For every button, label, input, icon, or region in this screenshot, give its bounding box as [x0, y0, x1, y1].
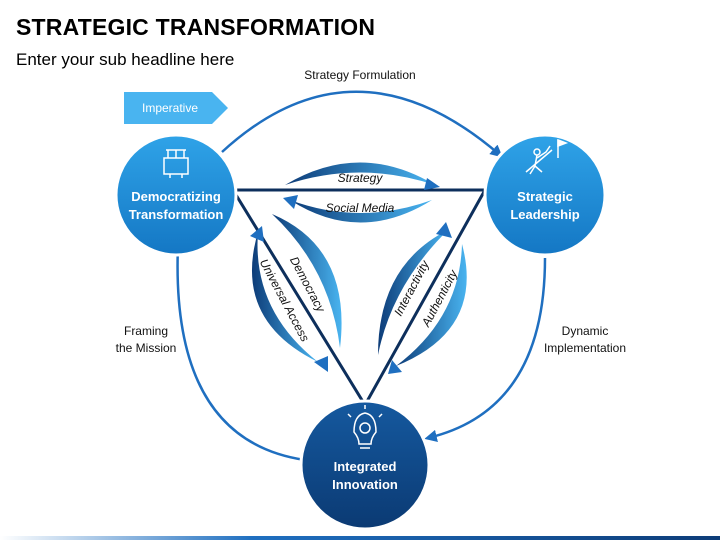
page-title: STRATEGIC TRANSFORMATION — [16, 14, 376, 40]
node-strategic-leadership — [483, 133, 607, 257]
inner-triangle — [230, 188, 488, 408]
crescent-democracy — [272, 214, 342, 348]
crescent-interactivity — [378, 230, 448, 355]
arc-strategy-formulation — [221, 90, 503, 158]
transformer-icon — [163, 149, 189, 178]
node-integrated-innovation — [299, 399, 431, 531]
label-dynamic-implementation: Dynamic Implementation — [530, 323, 640, 357]
imperative-arrow: Imperative — [124, 92, 228, 124]
node-left-label: Democratizing Transformation — [116, 188, 236, 224]
crescent-authenticity — [396, 244, 467, 366]
arc-dynamic-implementation — [424, 257, 547, 443]
arc-framing-mission — [171, 241, 306, 462]
node-bottom-line2: Innovation — [332, 477, 398, 492]
crescent-strategy — [285, 162, 435, 185]
imperative-label: Imperative — [141, 101, 199, 115]
label-dynamic-line1: Dynamic — [561, 324, 609, 338]
label-framing-mission: Framing the Mission — [96, 323, 196, 357]
bottom-accent-bar — [0, 536, 720, 540]
label-framing-line1: Framing — [123, 324, 168, 338]
node-left-line1: Democratizing — [131, 189, 221, 204]
node-bottom-line1: Integrated — [333, 459, 397, 474]
node-right-line1: Strategic — [517, 189, 573, 204]
crescent-universal-access — [251, 232, 318, 362]
label-social-media: Social Media — [325, 201, 395, 215]
label-dynamic-line2: Implementation — [543, 341, 627, 355]
label-framing-line2: the Mission — [115, 341, 177, 355]
lightbulb-gear-icon — [347, 405, 383, 449]
page-subtitle: Enter your sub headline here — [16, 50, 235, 69]
node-democratizing — [114, 133, 238, 257]
node-right-line2: Leadership — [510, 207, 580, 222]
crescent-social-media — [290, 200, 432, 223]
climber-flag-icon — [525, 138, 569, 175]
label-strategy-formulation: Strategy Formulation — [304, 68, 416, 82]
node-right-label: Strategic Leadership — [485, 188, 605, 224]
node-left-line2: Transformation — [128, 207, 224, 222]
node-bottom-label: Integrated Innovation — [305, 458, 425, 494]
label-strategy: Strategy — [337, 171, 383, 185]
